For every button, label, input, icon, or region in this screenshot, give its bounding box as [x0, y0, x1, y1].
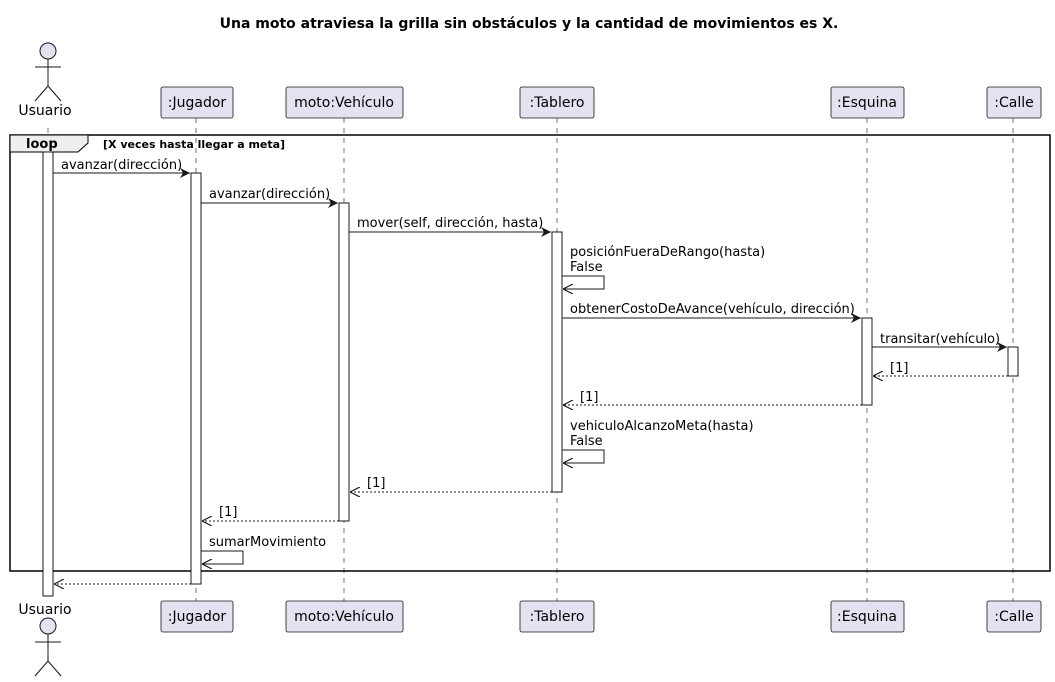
participant-label: moto:Vehículo: [294, 95, 394, 111]
participant-label: :Jugador: [168, 609, 227, 625]
participant-box: [160, 600, 234, 633]
activations: [42, 151, 1019, 597]
participant-jugador-bottom: :Jugador: [160, 600, 234, 633]
participant-jugador: :Jugador: [160, 86, 234, 119]
return-label: [1]: [367, 476, 385, 491]
loop-frame: [9, 134, 1051, 572]
participant-label: :Calle: [994, 609, 1033, 625]
diagram-title: Una moto atraviesa la grilla sin obstácu…: [220, 16, 839, 32]
activation-usuario: [42, 151, 54, 597]
message-label: vehiculoAlcanzoMeta(hasta): [570, 419, 754, 434]
participant-esquina: :Esquina: [830, 86, 905, 119]
return-label: [1]: [219, 505, 237, 520]
activation-esquina: [861, 317, 873, 406]
participant-box: [519, 86, 595, 119]
self-message-arrow: [562, 275, 605, 289]
messages: avanzar(dirección) avanzar(dirección) mo…: [53, 158, 1008, 584]
participant-moto: moto:Vehículo: [285, 86, 404, 119]
participant-box: [986, 86, 1042, 119]
participant-box: [830, 86, 905, 119]
participant-label: :Tablero: [530, 95, 585, 111]
message-label-result: False: [570, 434, 603, 449]
activation-jugador: [190, 172, 202, 585]
participant-tablero: :Tablero: [519, 86, 595, 119]
participant-box: [986, 600, 1042, 633]
message-label: avanzar(dirección): [61, 158, 182, 173]
loop-condition: [X veces hasta llegar a meta]: [103, 138, 285, 151]
participant-label: :Esquina: [837, 95, 897, 111]
loop-tab: [9, 134, 89, 153]
participant-label: :Esquina: [837, 609, 897, 625]
message-label: obtenerCostoDeAvance(vehículo, dirección…: [570, 302, 855, 317]
return-label: [1]: [890, 361, 908, 376]
participant-label: :Jugador: [168, 95, 227, 111]
activation-calle: [1007, 346, 1019, 377]
loop-keyword: loop: [26, 137, 58, 152]
participant-calle-bottom: :Calle: [986, 600, 1042, 633]
loop-fragment: loop [X veces hasta llegar a meta]: [9, 134, 1051, 572]
participant-label: Usuario: [18, 602, 71, 618]
participants-bottom: Usuario :Jugador moto:Vehículo :Tablero …: [18, 600, 1042, 677]
participant-box: [285, 600, 404, 633]
participant-label: :Tablero: [530, 609, 585, 625]
message-label: transitar(vehículo): [880, 332, 1000, 347]
participant-box: [830, 600, 905, 633]
participant-moto-bottom: moto:Vehículo: [285, 600, 404, 633]
participant-calle: :Calle: [986, 86, 1042, 119]
participant-box: [519, 600, 595, 633]
participant-label: :Calle: [994, 95, 1033, 111]
self-message-arrow: [201, 550, 244, 564]
actor-head-icon: [39, 617, 57, 635]
message-label: avanzar(dirección): [209, 187, 330, 202]
activation-moto: [338, 202, 350, 522]
participant-label: moto:Vehículo: [294, 609, 394, 625]
participants-top: Usuario :Jugador moto:Vehículo :Tablero …: [18, 42, 1042, 119]
actor-body-icon: [34, 634, 62, 677]
participant-box: [285, 86, 404, 119]
return-label: [1]: [580, 390, 598, 405]
actor-head-icon: [39, 42, 57, 60]
actor-body-icon: [34, 59, 62, 102]
actor-usuario-bottom: Usuario: [18, 602, 72, 677]
message-label-result: False: [570, 260, 603, 275]
activation-tablero: [551, 231, 563, 493]
participant-tablero-bottom: :Tablero: [519, 600, 595, 633]
message-label: sumarMovimiento: [209, 535, 326, 550]
participant-label: Usuario: [18, 103, 71, 119]
self-message-arrow: [562, 449, 605, 463]
message-label: mover(self, dirección, hasta): [357, 216, 543, 231]
participant-box: [160, 86, 234, 119]
participant-esquina-bottom: :Esquina: [830, 600, 905, 633]
message-label: posiciónFueraDeRango(hasta): [570, 245, 765, 260]
actor-usuario: Usuario: [18, 42, 72, 119]
